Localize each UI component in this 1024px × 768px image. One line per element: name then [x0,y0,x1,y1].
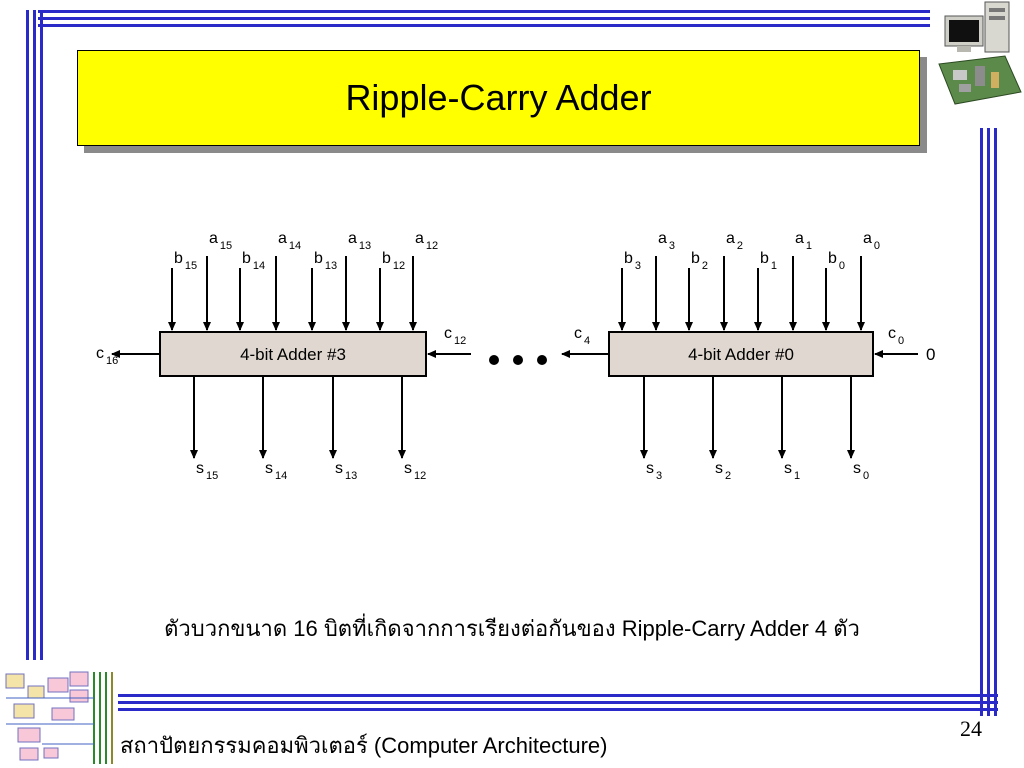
title-box: Ripple-Carry Adder [77,50,920,146]
carry-in-value: 0 [926,345,935,364]
page-number: 24 [960,716,982,741]
frame-bottom-line-3 [118,708,998,711]
frame-left-line-3 [40,10,43,660]
frame-bottom-line-2 [118,701,998,704]
frame-left-line-1 [26,10,29,660]
left-adder-box [159,331,427,377]
frame-top-line-1 [38,10,930,13]
frame-right-line-1 [980,128,983,716]
left-adder-label: 4-bit Adder #3 [240,345,346,364]
block-diagram-clipart-icon [2,668,118,768]
slide-footer: สถาปัตยกรรมคอมพิวเตอร์ (Computer Archite… [120,733,608,758]
ellipsis-dot [537,355,547,365]
right-adder-box [608,331,874,377]
frame-bottom-line-1 [118,694,998,697]
right-adder-label: 4-bit Adder #0 [688,345,794,364]
frame-right-line-2 [987,128,990,716]
frame-top-line-3 [38,24,930,27]
ellipsis-dot [489,355,499,365]
frame-top-line-2 [38,17,930,20]
slide-caption: ตัวบวกขนาด 16 บิตที่เกิดจากการเรียงต่อกั… [164,616,860,641]
frame-right-line-3 [994,128,997,716]
page-title: Ripple-Carry Adder [345,77,652,118]
ellipsis-dot [513,355,523,365]
frame-left-line-2 [33,10,36,660]
computer-clipart-icon [938,1,1022,105]
